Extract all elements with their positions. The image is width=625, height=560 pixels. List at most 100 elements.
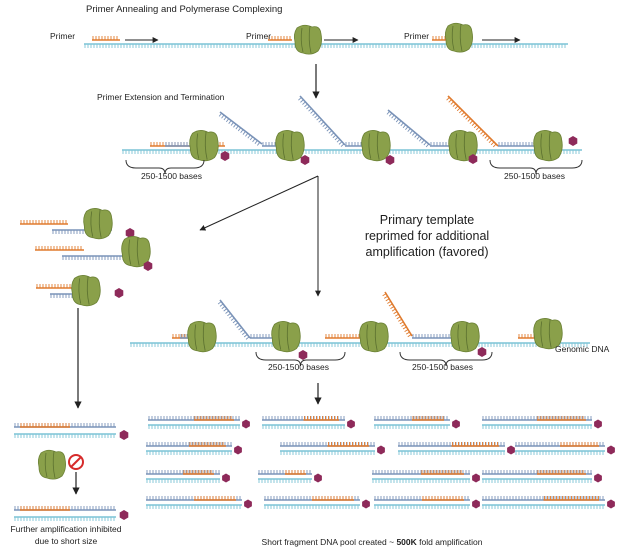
pool-fragment-2-2-primer (327, 442, 369, 447)
pool-caption: Short fragment DNA pool created ~ 500K f… (261, 537, 483, 547)
polymerase-icon (361, 130, 391, 162)
pool-fragment-2-4-base (515, 450, 605, 455)
fragment-2-primer (35, 246, 84, 251)
primary-template-text: Primary template reprimed for additional… (364, 213, 490, 259)
polymerase-icon (121, 236, 151, 268)
pool-fragment-1-1-primer (194, 416, 234, 421)
short-fragment-bottom-primer (20, 506, 70, 511)
pool-fragment-3-4-base (482, 478, 592, 483)
displaced-primer-d (446, 95, 499, 148)
terminator-hexagon-icon (472, 499, 480, 509)
pool-fragment-2-3-primer (451, 442, 499, 447)
polymerase-icon (533, 130, 563, 162)
polymerase-icon (450, 321, 480, 353)
pool-fragment-2-2-base (280, 450, 375, 455)
branch-arrow-left (199, 175, 319, 231)
terminator-hexagon-icon (472, 473, 480, 483)
terminator-hexagon-icon (220, 151, 230, 161)
reprimed-displaced-c (382, 291, 413, 338)
bases-brace-4 (399, 351, 493, 367)
terminator-hexagon-icon (300, 155, 310, 165)
pool-fragment-1-4-primer (537, 416, 586, 421)
bases-brace-3 (255, 351, 346, 367)
pool-fragment-1-2-primer (303, 416, 339, 421)
pool-fragment-4-4-primer (543, 496, 599, 501)
pool-fragment-4-1-primer (194, 496, 236, 501)
terminator-hexagon-icon (607, 499, 615, 509)
pool-fragment-4-2-base (264, 504, 360, 509)
polymerase-icon (293, 24, 322, 55)
pool-fragment-2-4-primer (560, 442, 599, 447)
displaced-strand-b (298, 95, 346, 147)
pool-fragment-2-1-primer (189, 442, 226, 447)
short-fragment-bottom-b (14, 516, 116, 521)
pool-fragment-3-3-base (372, 478, 470, 483)
terminator-hexagon-icon (119, 430, 129, 440)
terminator-hexagon-icon (244, 499, 252, 509)
displaced-strand-c (386, 109, 431, 148)
step1-title: Primer Annealing and Polymerase Complexi… (86, 4, 283, 15)
pool-fragment-1-4-base (482, 424, 592, 429)
terminator-hexagon-icon (119, 510, 129, 520)
fragment-2-strand (62, 255, 130, 260)
genomic-template-1 (84, 43, 568, 48)
pool-fragment-4-4-base (482, 504, 605, 509)
pool-fragment-1-3-base (374, 424, 450, 429)
terminator-hexagon-icon (568, 136, 578, 146)
bases-brace-1 (125, 159, 205, 175)
polymerase-icon (71, 275, 101, 307)
polymerase-icon (37, 449, 66, 480)
terminator-hexagon-icon (468, 154, 478, 164)
pool-fragment-1-3-primer (412, 416, 444, 421)
primer-label-2: Primer (246, 31, 272, 41)
terminator-hexagon-icon (607, 445, 615, 455)
primer-label-1: Primer (50, 31, 76, 41)
terminator-hexagon-icon (507, 445, 515, 455)
terminator-hexagon-icon (242, 419, 250, 429)
terminator-hexagon-icon (377, 445, 385, 455)
no-entry-icon (68, 454, 84, 470)
terminator-hexagon-icon (452, 419, 460, 429)
bases-brace-2 (489, 159, 583, 175)
pool-fragment-3-3-primer (421, 470, 464, 475)
pool-fragment-4-3-primer (422, 496, 464, 501)
pool-fragment-1-2-base (262, 424, 345, 429)
fragment-3-primer (36, 284, 78, 289)
polymerase-icon (444, 22, 473, 53)
pool-fragment-2-3-base (398, 450, 505, 455)
terminator-hexagon-icon (594, 473, 602, 483)
polymerase-icon (189, 130, 219, 162)
terminator-hexagon-icon (347, 419, 355, 429)
terminator-hexagon-icon (143, 261, 153, 271)
terminator-hexagon-icon (114, 288, 124, 298)
pool-fragment-3-1-primer (183, 470, 214, 475)
terminator-hexagon-icon (362, 499, 370, 509)
bases-label-1: 250-1500 bases (141, 171, 202, 181)
pool-fragment-4-1-base (146, 504, 242, 509)
terminator-hexagon-icon (594, 419, 602, 429)
pool-fragment-3-2-base (258, 478, 312, 483)
bases-label-2: 250-1500 bases (504, 171, 565, 181)
step2-title: Primer Extension and Termination (97, 92, 225, 102)
pool-fragment-4-2-primer (312, 496, 354, 501)
primer-2 (268, 36, 292, 41)
polymerase-icon (533, 318, 563, 350)
terminator-hexagon-icon (477, 347, 487, 357)
pool-fragment-4-3-base (374, 504, 470, 509)
polymerase-icon (275, 130, 305, 162)
fragment-1-primer (20, 220, 68, 225)
terminator-hexagon-icon (314, 473, 322, 483)
primer-label-3: Primer (404, 31, 430, 41)
terminator-hexagon-icon (234, 445, 242, 455)
displaced-strand-a (218, 111, 263, 146)
polymerase-icon (83, 208, 113, 240)
terminator-hexagon-icon (298, 350, 308, 360)
pool-fragment-2-1-base (146, 450, 232, 455)
pool-fragment-1-1-base (148, 424, 240, 429)
terminator-hexagon-icon (222, 473, 230, 483)
polymerase-icon (187, 321, 217, 353)
inhibited-text: Further amplification inhibited due to s… (10, 524, 122, 546)
genomic-dna-label: Genomic DNA (555, 344, 610, 354)
bases-label-3: 250-1500 bases (268, 362, 329, 372)
short-fragment-top-b (14, 433, 116, 438)
